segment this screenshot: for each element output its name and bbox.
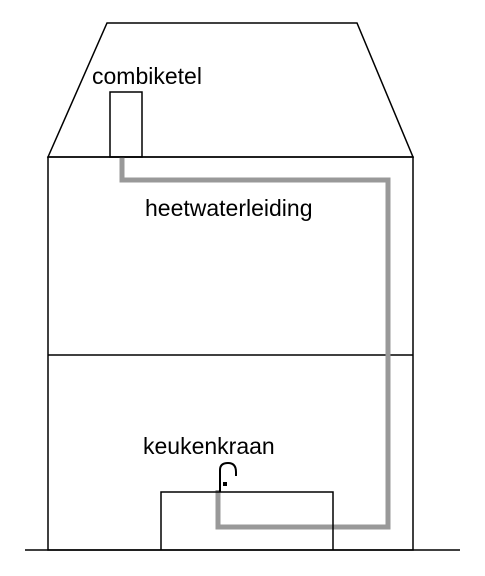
- kitchen-counter: [160, 491, 334, 550]
- kitchen-tap-label: keukenkraan: [143, 433, 275, 459]
- hot-water-pipe: [119, 157, 391, 530]
- house-roof: [46, 22, 415, 158]
- hot-water-pipe-label: heetwaterleiding: [145, 195, 313, 221]
- kitchen-tap-icon: [219, 461, 237, 492]
- boiler-icon: [109, 91, 143, 158]
- boiler-label: combiketel: [92, 63, 202, 89]
